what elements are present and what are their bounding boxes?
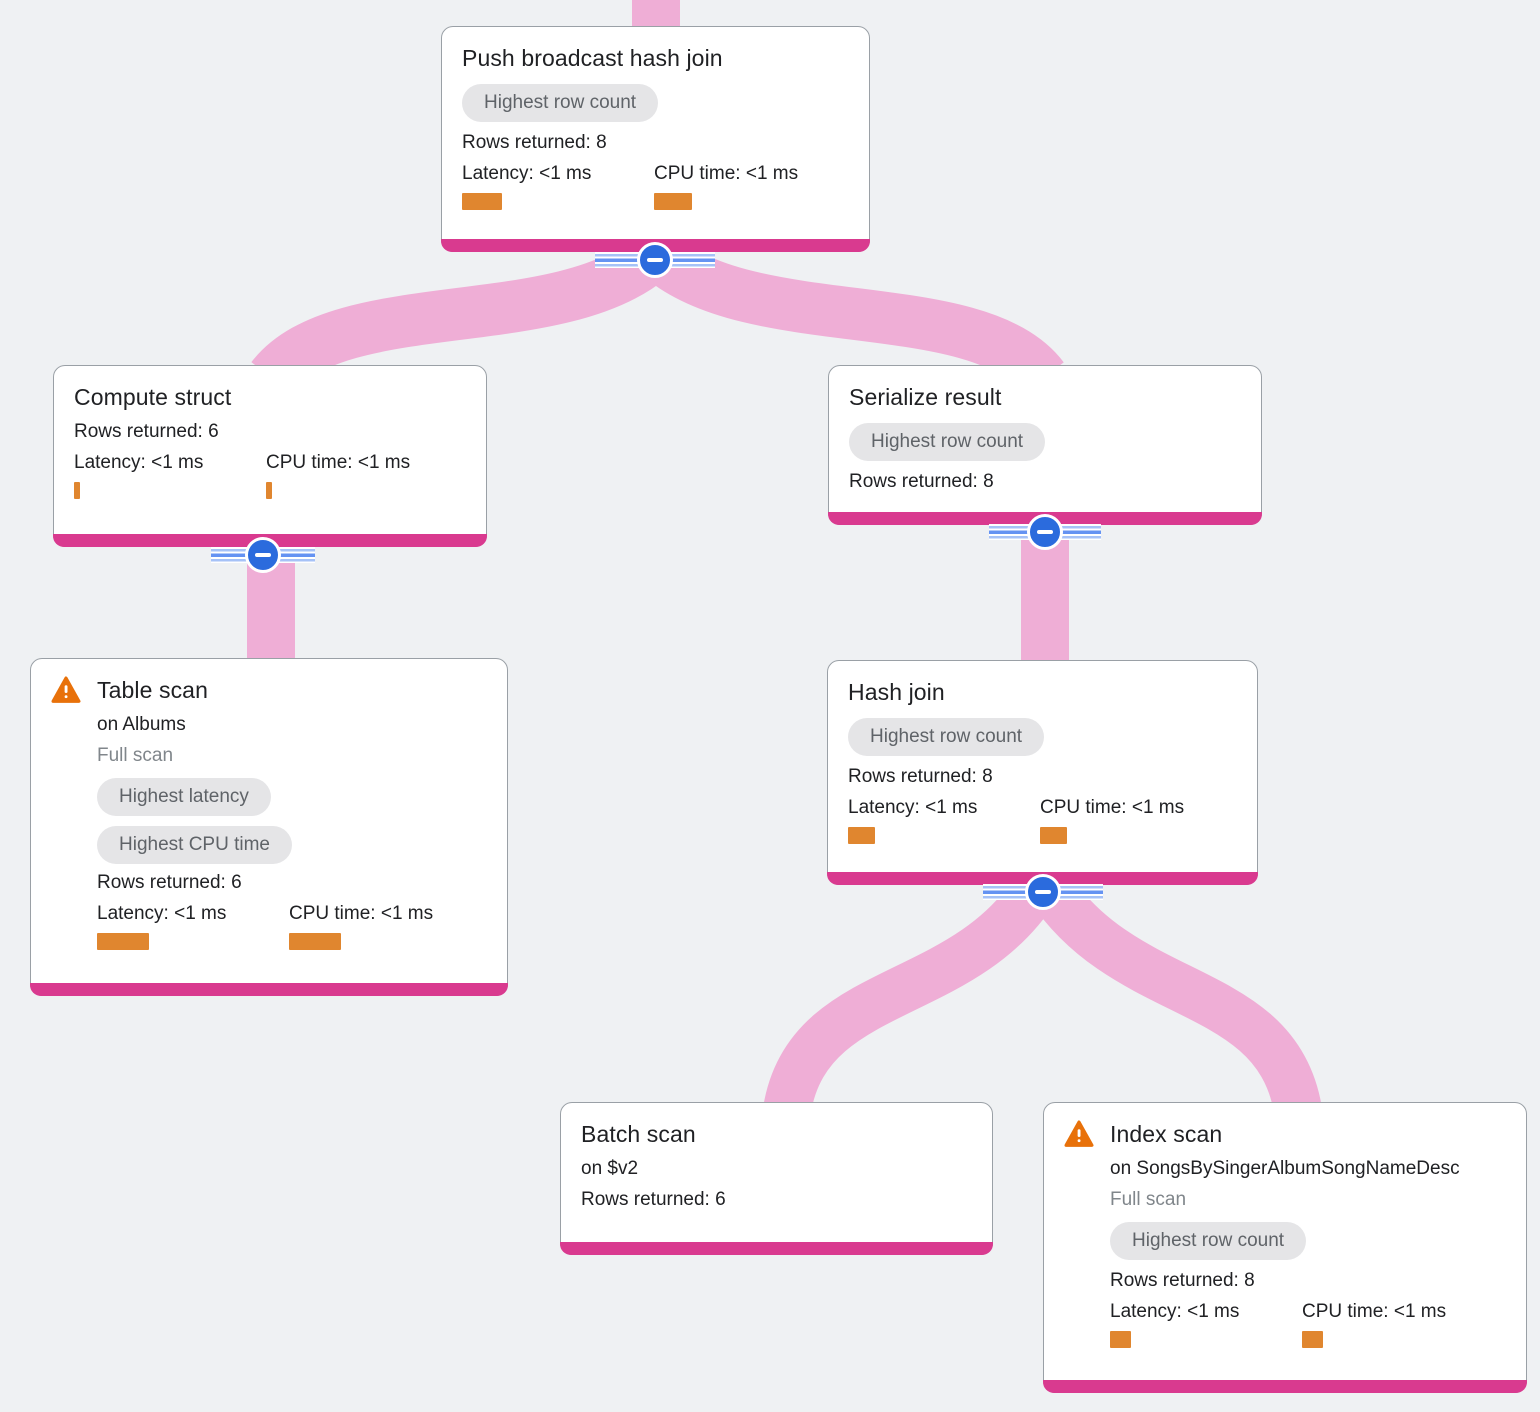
edge-hub-compute-struct: [211, 537, 315, 573]
cpu-time-bar: [1302, 1331, 1323, 1348]
rows-returned-text: Rows returned: 8: [849, 471, 994, 492]
node-title: Index scan: [1110, 1121, 1223, 1147]
highest-row-count-badge: Highest row count: [849, 423, 1046, 461]
rows-returned-text: Rows returned: 8: [848, 766, 993, 787]
cpu-time-bar: [289, 933, 341, 950]
latency-bar: [848, 827, 875, 844]
rows-returned-text: Rows returned: 8: [1110, 1270, 1255, 1291]
node-title: Table scan: [97, 677, 208, 703]
edge-hub-serialize-result: [989, 514, 1101, 550]
latency-label: Latency: <1 ms: [848, 797, 978, 818]
flow-edge-push-to-serialize: [645, 237, 1064, 396]
collapse-button[interactable]: [637, 242, 673, 278]
cpu-time-label: CPU time: <1 ms: [289, 903, 434, 924]
latency-label: Latency: <1 ms: [74, 452, 204, 473]
latency-bar: [1110, 1331, 1131, 1348]
minus-icon: [255, 553, 271, 557]
plan-node-batch-scan[interactable]: Batch scan on $v2 Rows returned: 6: [560, 1102, 993, 1255]
plan-node-index-scan[interactable]: Index scan on SongsBySingerAlbumSongName…: [1043, 1102, 1527, 1393]
collapse-button[interactable]: [1027, 514, 1063, 550]
scan-type-text: Full scan: [1110, 1189, 1187, 1210]
highest-cpu-time-badge: Highest CPU time: [97, 826, 292, 864]
rows-returned-text: Rows returned: 6: [581, 1189, 726, 1210]
cpu-time-label: CPU time: <1 ms: [1040, 797, 1185, 818]
cpu-time-label: CPU time: <1 ms: [266, 452, 411, 473]
latency-label: Latency: <1 ms: [462, 163, 592, 184]
node-title: Hash join: [848, 679, 945, 705]
warning-triangle-icon: [51, 676, 81, 709]
scan-target-text: on SongsBySingerAlbumSongNameDesc: [1110, 1158, 1460, 1179]
cpu-time-label: CPU time: <1 ms: [1302, 1301, 1447, 1322]
rows-returned-text: Rows returned: 6: [74, 421, 219, 442]
scan-target-text: on $v2: [581, 1158, 639, 1179]
cpu-time-bar: [1040, 827, 1067, 844]
flow-edge-hash-to-index: [1030, 874, 1322, 1116]
cpu-time-label: CPU time: <1 ms: [654, 163, 799, 184]
cpu-time-bar: [654, 193, 692, 210]
collapse-button[interactable]: [1025, 874, 1061, 910]
plan-node-table-scan[interactable]: Table scan on Albums Full scan Highest l…: [30, 658, 508, 996]
latency-bar: [97, 933, 149, 950]
highest-latency-badge: Highest latency: [97, 778, 271, 816]
highest-row-count-badge: Highest row count: [462, 84, 659, 122]
rows-returned-text: Rows returned: 8: [462, 132, 607, 153]
latency-bar: [462, 193, 502, 210]
plan-node-hash-join[interactable]: Hash join Highest row count Rows returne…: [827, 660, 1258, 885]
minus-icon: [1035, 890, 1051, 894]
minus-icon: [1037, 530, 1053, 534]
node-title: Compute struct: [74, 384, 232, 410]
highest-row-count-badge: Highest row count: [1110, 1222, 1307, 1260]
latency-label: Latency: <1 ms: [97, 903, 227, 924]
plan-node-compute-struct[interactable]: Compute struct Rows returned: 6 Latency:…: [53, 365, 487, 547]
scan-target-text: on Albums: [97, 714, 186, 735]
flow-edge-push-to-compute: [251, 237, 667, 396]
node-title: Serialize result: [849, 384, 1002, 410]
edge-hub-push: [595, 242, 715, 278]
latency-label: Latency: <1 ms: [1110, 1301, 1240, 1322]
plan-node-push-broadcast-hash-join[interactable]: Push broadcast hash join Highest row cou…: [441, 26, 870, 252]
cpu-time-bar: [266, 482, 272, 499]
rows-returned-text: Rows returned: 6: [97, 872, 242, 893]
minus-icon: [647, 258, 663, 262]
flow-edge-hash-to-batch: [763, 874, 1057, 1115]
scan-type-text: Full scan: [97, 745, 174, 766]
latency-bar: [74, 482, 80, 499]
edge-hub-hash-join: [983, 874, 1103, 910]
node-title: Push broadcast hash join: [462, 45, 723, 71]
warning-triangle-icon: [1064, 1120, 1094, 1153]
node-title: Batch scan: [581, 1121, 696, 1147]
plan-node-serialize-result[interactable]: Serialize result Highest row count Rows …: [828, 365, 1262, 525]
collapse-button[interactable]: [245, 537, 281, 573]
highest-row-count-badge: Highest row count: [848, 718, 1045, 756]
